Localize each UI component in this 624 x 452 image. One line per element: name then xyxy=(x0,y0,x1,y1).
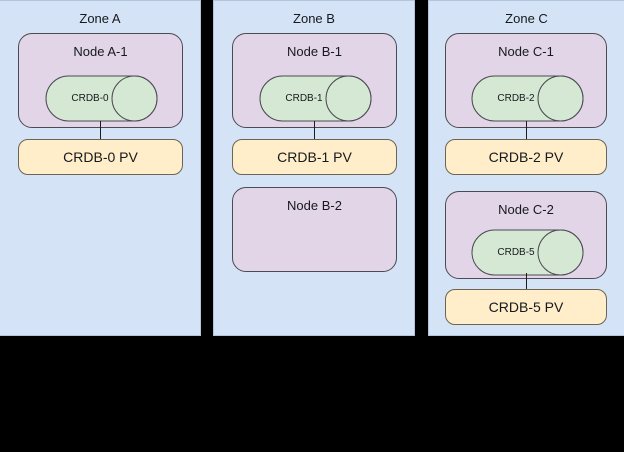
node-box-c-2[interactable]: Node C-2 CRDB-5 xyxy=(445,191,607,279)
zone-a-title: Zone A xyxy=(79,11,121,26)
connector-node-c-2-to-crdb-5-pv xyxy=(526,273,527,289)
zone-panel-b: Zone B Node B-1 CRDB-1 CRDB-1 PV Node B-… xyxy=(213,0,415,336)
pv-box-crdb-1[interactable]: CRDB-1 PV xyxy=(232,139,397,175)
node-box-b-1[interactable]: Node B-1 CRDB-1 xyxy=(232,33,397,128)
node-c-1-title: Node C-1 xyxy=(498,44,554,59)
database-cylinder-crdb-1[interactable]: CRDB-1 xyxy=(259,75,372,122)
zone-c-title: Zone C xyxy=(505,11,548,26)
connector-node-a-1-to-crdb-0-pv xyxy=(100,121,101,139)
database-cylinder-crdb-5[interactable]: CRDB-5 xyxy=(471,229,584,276)
connector-node-b-1-to-crdb-1-pv xyxy=(314,121,315,139)
node-box-b-2[interactable]: Node B-2 xyxy=(232,187,397,272)
node-b-2-title: Node B-2 xyxy=(287,198,342,213)
database-cylinder-crdb-0[interactable]: CRDB-0 xyxy=(45,75,158,122)
node-box-a-1[interactable]: Node A-1 CRDB-0 xyxy=(18,33,183,128)
node-box-c-1[interactable]: Node C-1 CRDB-2 xyxy=(445,33,607,128)
pv-box-crdb-2[interactable]: CRDB-2 PV xyxy=(445,139,607,175)
node-c-2-title: Node C-2 xyxy=(498,202,554,217)
zone-panel-a: Zone A Node A-1 CRDB-0 CRDB-0 PV xyxy=(0,0,201,336)
node-a-1-title: Node A-1 xyxy=(73,44,128,59)
pv-box-crdb-5[interactable]: CRDB-5 PV xyxy=(445,289,607,325)
zone-b-title: Zone B xyxy=(293,11,335,26)
database-cylinder-crdb-2[interactable]: CRDB-2 xyxy=(471,75,584,122)
pv-box-crdb-0[interactable]: CRDB-0 PV xyxy=(18,139,183,175)
node-b-1-title: Node B-1 xyxy=(287,44,342,59)
connector-node-c-1-to-crdb-2-pv xyxy=(526,121,527,139)
zone-panel-c: Zone C Node C-1 CRDB-2 CRDB-2 PV Node C-… xyxy=(428,0,624,336)
